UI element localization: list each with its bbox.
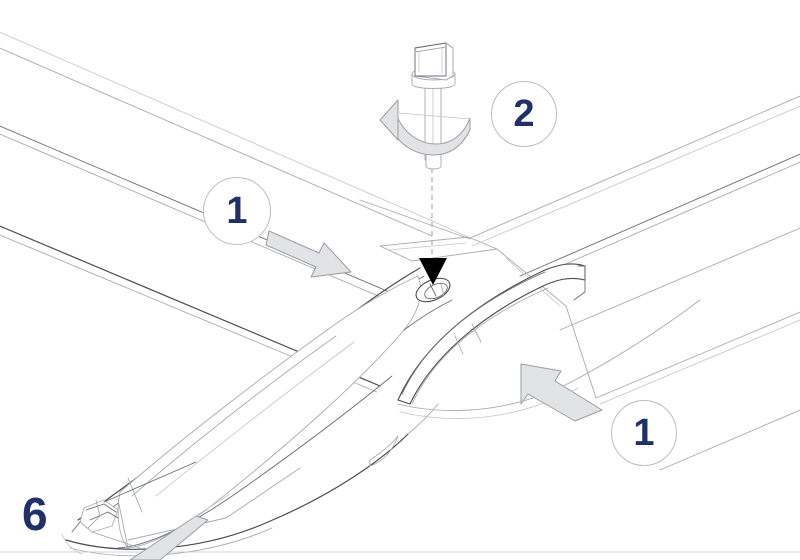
- wing-left: [0, 31, 498, 393]
- arrow-wing-right: [520, 363, 603, 422]
- wing-socket: [415, 277, 451, 303]
- callout-badge-1-right[interactable]: 1: [611, 400, 677, 466]
- callout-badge-1-left[interactable]: 1: [203, 177, 271, 245]
- wing-right: [469, 95, 800, 471]
- arrow-wing-left: [265, 230, 352, 278]
- arrow-rotate-screw: [379, 99, 471, 156]
- insertion-marker: [419, 258, 447, 285]
- callout-badge-2-screw[interactable]: 2: [491, 81, 557, 147]
- wing-underside-sliver: [129, 493, 231, 560]
- wing-root-fairing-right: [397, 263, 701, 419]
- nose-hook: [61, 461, 197, 555]
- step-number: 6: [22, 488, 48, 540]
